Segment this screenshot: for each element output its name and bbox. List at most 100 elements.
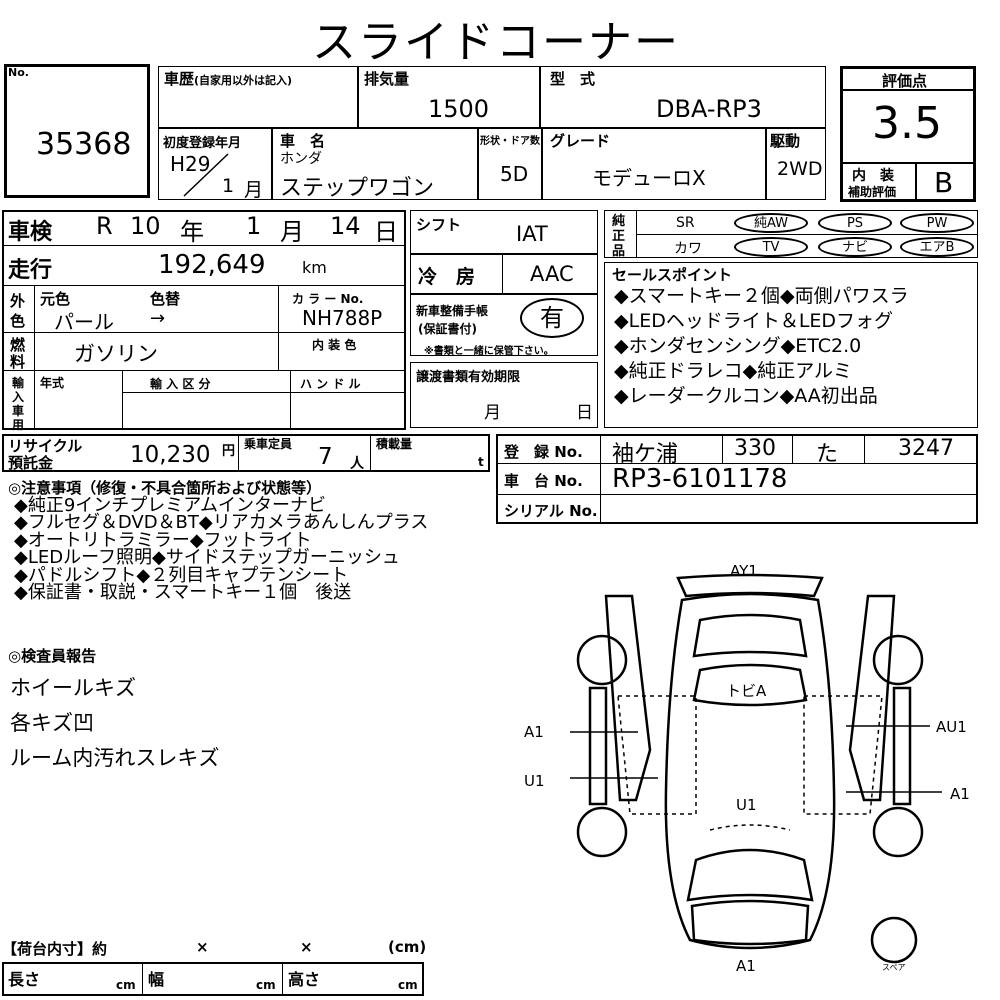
divider — [290, 370, 291, 430]
cargo-times-2: × — [300, 938, 313, 956]
diagram-top: AY1 — [730, 562, 758, 580]
note-line-4: ◆LEDルーフ照明◆サイドステップガーニッシュ — [14, 547, 400, 568]
divider — [2, 332, 406, 333]
equipment-label-2: 正 — [612, 229, 626, 244]
ext-color-label-2: 色 — [10, 312, 26, 330]
divider — [496, 463, 978, 464]
grade-value: モデューロX — [592, 166, 706, 190]
sales-point-5: ◆レーダークルコン◆AA初出品 — [614, 385, 878, 407]
diagram-left-lower: U1 — [524, 772, 545, 790]
evaluation-score: 3.5 — [872, 98, 942, 149]
divider — [238, 434, 239, 472]
maintenance-note: ※書類と一緒に保管下さい。 — [424, 346, 554, 357]
cargo-box — [2, 962, 424, 996]
divider — [34, 285, 35, 370]
mileage-unit: km — [302, 258, 327, 277]
import-kind-label: 輸 入 区 分 — [150, 377, 211, 391]
orig-color-label: 元色 — [40, 290, 71, 308]
divider — [496, 494, 978, 495]
diagram-right-upper: AU1 — [936, 718, 967, 736]
cargo-length-cm: cm — [116, 978, 136, 992]
divider — [34, 370, 35, 430]
lot-number: 35368 — [36, 127, 132, 162]
orig-color-value: パール — [54, 310, 114, 334]
divider — [282, 962, 283, 996]
model-cell — [540, 66, 826, 128]
diagram-center: U1 — [736, 796, 757, 814]
sales-point-2: ◆LEDヘッドライト＆LEDフォグ — [614, 310, 894, 332]
equip-kawa: カワ — [674, 241, 702, 257]
first-reg-label: 初度登録年月 — [163, 136, 242, 151]
displacement-cell — [358, 66, 540, 128]
load-label: 積載量 — [376, 437, 413, 451]
note-line-2: ◆フルセグ＆DVD＆BT◆リアカメラあんしんプラス — [14, 512, 429, 533]
import-label-3: 車 — [12, 404, 25, 418]
drive-value: 2WD — [777, 158, 823, 180]
equip-aw: 純AW — [734, 213, 808, 233]
maintenance-value: 有 — [520, 298, 584, 338]
divider — [278, 285, 279, 370]
page-title: スライドコーナー — [312, 17, 680, 68]
interior-eval-value: B — [934, 166, 954, 199]
aircon-value: AAC — [530, 262, 574, 286]
inspection-day: 14 — [330, 212, 361, 240]
equip-tv: TV — [734, 237, 808, 257]
history-label: 車歴(自家用以外は記入) — [164, 70, 293, 88]
first-reg-month-unit: 月 — [244, 179, 264, 201]
car-name-label: 車 名 — [280, 132, 326, 150]
note-line-3: ◆オートリトラミラー◆フットライト — [14, 530, 312, 551]
first-reg-year: H29 — [170, 152, 211, 176]
inspector-line-3: ルーム内汚れスレキズ — [10, 746, 220, 770]
note-line-1: ◆純正9インチプレミアムインターナビ — [14, 495, 327, 516]
first-reg-slash — [183, 153, 229, 197]
divider — [722, 434, 723, 464]
divider — [122, 370, 123, 430]
grade-label: グレード — [550, 132, 611, 150]
car-maker: ホンダ — [280, 151, 322, 167]
sales-point-1: ◆スマートキー２個◆両側パワスラ — [614, 285, 909, 307]
capacity-unit: 人 — [350, 456, 364, 472]
interior-eval-label-1: 内 装 — [852, 168, 894, 184]
aircon-cell — [410, 254, 598, 294]
divider — [142, 962, 143, 996]
evaluation-label-bar — [843, 69, 973, 91]
cargo-height-cm: cm — [398, 978, 418, 992]
load-unit: t — [478, 455, 484, 469]
inspection-era: R — [96, 212, 113, 240]
equip-pw: PW — [900, 213, 974, 233]
fuel-label-2: 料 — [10, 353, 26, 371]
inspection-day-unit: 日 — [374, 218, 398, 246]
inspection-month: 1 — [246, 212, 262, 240]
evaluation-label: 評価点 — [882, 72, 928, 90]
equip-airbag: エアB — [900, 237, 974, 257]
inspection-month-unit: 月 — [280, 218, 304, 246]
note-line-6: ◆保証書・取説・スマートキー１個 後送 — [14, 582, 352, 603]
maintenance-cell — [410, 294, 598, 356]
capacity-label: 乗車定員 — [244, 437, 293, 451]
divider — [600, 434, 601, 524]
interior-color-label: 内 装 色 — [312, 338, 357, 352]
displacement-value: 1500 — [428, 95, 490, 123]
registration-kana: た — [816, 442, 839, 467]
transfer-cell — [410, 362, 598, 428]
divider — [2, 285, 406, 286]
registration-box — [496, 434, 978, 524]
car-name-value: ステップワゴン — [280, 176, 435, 201]
equipment-label-3: 品 — [612, 244, 626, 259]
recycle-unit: 円 — [222, 444, 236, 459]
diagram-right-lower: A1 — [950, 785, 970, 803]
inspection-label: 車検 — [8, 220, 53, 245]
registration-place: 袖ケ浦 — [612, 442, 679, 467]
transfer-month-unit: 月 — [484, 403, 501, 423]
equip-sr: SR — [676, 215, 695, 231]
interior-eval-label-2: 補助評価 — [848, 185, 897, 199]
first-reg-month: 1 — [222, 175, 235, 197]
equipment-label-1: 純 — [612, 214, 626, 229]
shift-value: IAT — [516, 222, 548, 246]
equip-navi: ナビ — [818, 237, 892, 257]
cargo-height-label: 高さ — [288, 970, 321, 989]
shift-label: シフト — [416, 216, 462, 234]
color-no-value: NH788P — [302, 306, 383, 330]
divider — [122, 392, 406, 393]
note-line-5: ◆パドルシフト◆２列目キャプテンシート — [14, 565, 349, 586]
